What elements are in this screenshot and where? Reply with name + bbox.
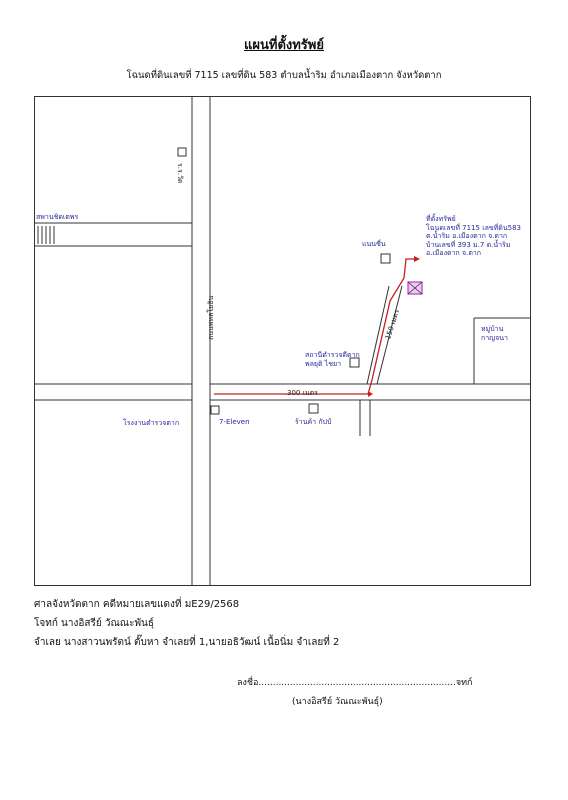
court-case: ศาลจังหวัดตาก คดีหมายเลขแดงที่ มE29/2568 [34,599,240,610]
seven-eleven-square [210,405,220,415]
label-factory: โรงงานตำรวจตาก [123,419,180,427]
signature-line: ลงชื่อ..................................… [237,678,473,688]
label-school: สพานชิดเตพร [36,213,79,221]
label-store: ร้านค้า กัปป์ [295,418,332,426]
temple-square [177,147,187,157]
soi-right-edge [376,285,403,385]
landmark-shop-square [380,253,391,264]
label-police-station: สถานีตำรวจดีตาก พลยุติ ไชยา [305,351,360,368]
label-property-block: ที่ตั้งทรัพย์ โฉนดเลขที่ 7115 เลขที่ดิน5… [426,215,521,257]
defendants: จำเลย นางสาวนพรัตน์ ตั๊บหา จำเลยที่ 1,นา… [34,637,340,648]
label-village: หมู่บ้าน กาญจนา [481,325,508,342]
route-arrowhead [414,256,420,262]
route-path [214,258,414,395]
plaintiff: โจทก์ นางอิสรีย์ วัณณะพันธุ์ [34,618,154,629]
label-landmark-shop: แนนซี่น [362,240,386,248]
police-station-square [349,357,360,368]
deed-subtitle: โฉนดที่ดินเลขที่ 7115 เลขที่ดิน 583 ตำบล… [126,70,442,81]
label-distance-road: 300 เมตร [287,389,318,397]
label-temple: ร.ร.วัด [176,163,184,184]
label-road-vertical: ถนนพหลโยธิน [207,295,215,340]
store-square [308,403,319,414]
location-map [34,96,531,586]
soi-left-edge [366,285,390,385]
label-seven-eleven: 7-Eleven [219,418,250,426]
signature-name: (นางอิสรีย์ วัณณะพันธุ์) [292,697,383,707]
route-arrowhead-road [368,391,373,397]
map-frame [34,96,531,586]
school-gate-hatching [37,226,55,244]
page-title: แผนที่ตั้งทรัพย์ [244,38,324,53]
